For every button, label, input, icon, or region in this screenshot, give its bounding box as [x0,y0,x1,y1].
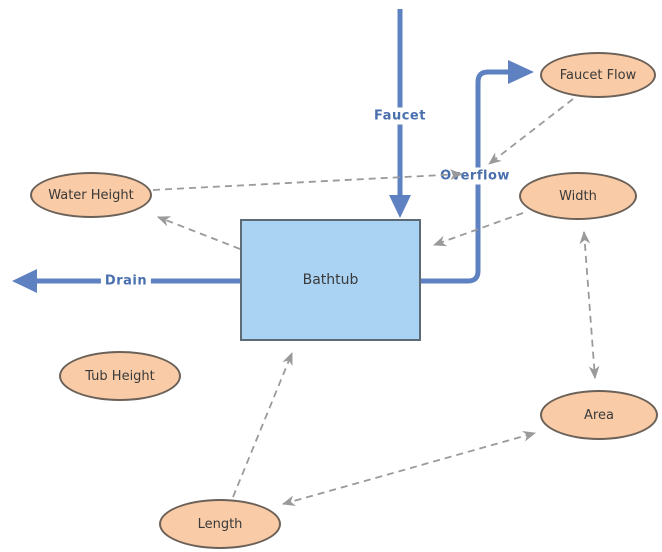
link-length-area-double[interactable] [281,431,537,506]
variable-length[interactable]: Length [159,499,281,549]
variable-label: Length [197,516,243,532]
variable-label: Width [559,188,597,204]
variable-tub-height[interactable]: Tub Height [59,351,181,401]
flow-label-overflow[interactable]: Overflow [436,167,514,185]
variable-width[interactable]: Width [519,172,637,220]
stock-label: Bathtub [302,272,359,288]
flow-label-faucet[interactable]: Faucet [370,107,430,125]
faucet-arrowhead-icon [389,195,411,218]
stock-bathtub[interactable]: Bathtub [240,219,421,341]
link-width-area-double[interactable] [579,230,600,380]
link-bathtub-to-water-height[interactable] [156,216,241,250]
link-width-to-bathtub[interactable] [432,212,524,247]
link-water-height-to-overflow[interactable] [152,169,464,191]
link-length-to-bathtub[interactable] [232,351,293,498]
variable-area[interactable]: Area [540,390,658,440]
variable-label: Area [584,407,614,423]
variable-label: Water Height [48,187,134,203]
overflow-arrowhead-icon [508,60,534,84]
variable-faucet-flow[interactable]: Faucet Flow [540,52,656,98]
flow-label-drain[interactable]: Drain [100,272,152,290]
variable-label: Tub Height [85,368,155,384]
link-faucet-flow-to-overflow[interactable] [488,98,574,165]
variable-label: Faucet Flow [559,67,637,83]
variable-water-height[interactable]: Water Height [30,172,152,218]
drain-arrowhead-icon [12,269,37,293]
